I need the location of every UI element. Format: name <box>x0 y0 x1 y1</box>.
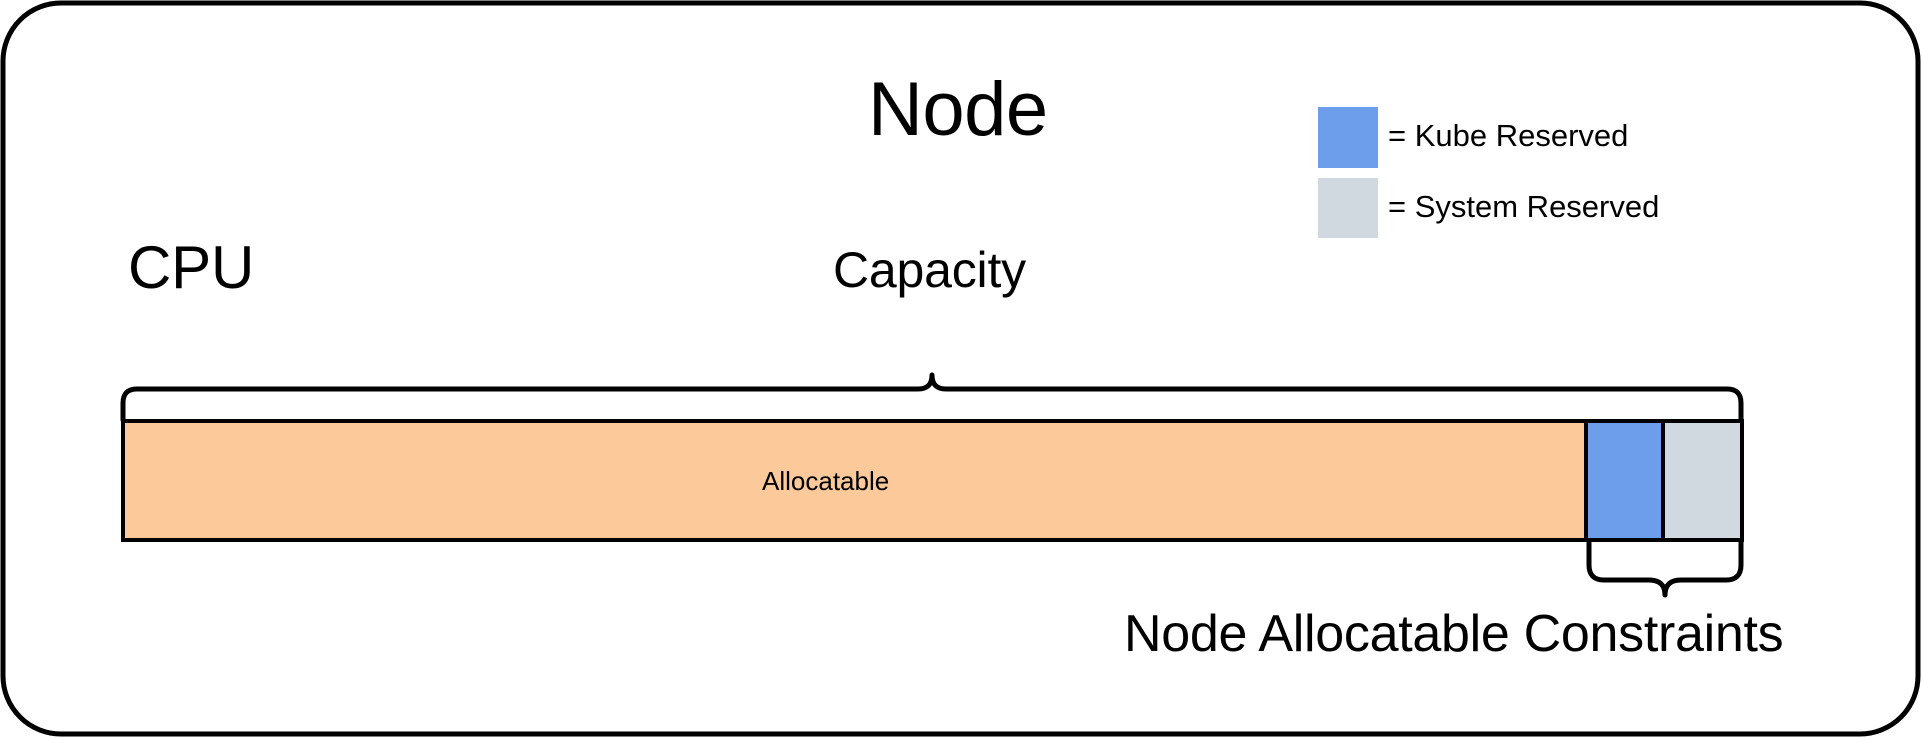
bar-segment-kube-reserved <box>1584 419 1665 542</box>
constraints-brace <box>1586 538 1744 598</box>
legend-swatch-system-reserved <box>1318 178 1378 238</box>
legend-label-system-reserved: = System Reserved <box>1388 189 1660 224</box>
allocatable-segment-label: Allocatable <box>762 466 890 496</box>
capacity-brace <box>120 372 1744 423</box>
legend-swatch-kube-reserved <box>1318 107 1378 168</box>
capacity-label: Capacity <box>833 242 1026 298</box>
legend-label-kube-reserved: = Kube Reserved <box>1388 118 1629 153</box>
node-allocatable-constraints-label: Node Allocatable Constraints <box>1124 605 1784 663</box>
page-title: Node <box>868 67 1048 152</box>
bar-segment-allocatable <box>121 419 1588 542</box>
bar-segment-system-reserved <box>1661 419 1744 542</box>
resource-label-cpu: CPU <box>128 234 255 301</box>
